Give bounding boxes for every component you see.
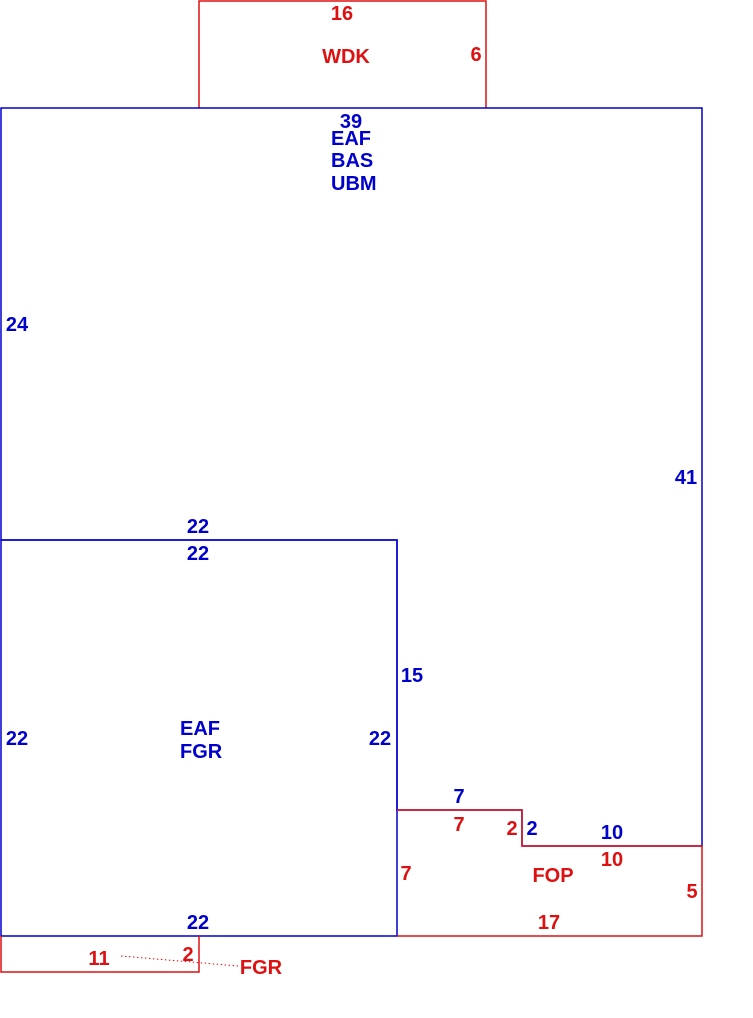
main-step-top-dimension: 7: [453, 786, 464, 808]
lower-left-left-dimension: 22: [6, 728, 28, 750]
fop-right-dimension: 5: [686, 881, 697, 903]
main-top-dimension: 39: [340, 111, 362, 133]
wdk-label: WDK: [322, 46, 370, 68]
main-code-1: EAF: [331, 128, 371, 150]
fop-top-right-dimension: 10: [601, 849, 623, 871]
fgr-right-dimension: 2: [182, 944, 193, 966]
lower-left-top-dimension: 22: [187, 543, 209, 565]
fop-top-left-dimension: 7: [453, 814, 464, 836]
wdk-right-dimension: 6: [470, 44, 481, 66]
main-code-3: UBM: [331, 173, 377, 195]
fop-outline: [397, 809, 703, 937]
lower-left-right-dimension: 22: [369, 728, 391, 750]
fop-label: FOP: [532, 865, 573, 887]
lower-left-code-1: EAF: [180, 718, 220, 740]
main-left-dimension: 24: [6, 314, 29, 336]
fop-bottom-dimension: 17: [538, 912, 560, 934]
main-code-2: BAS: [331, 150, 373, 172]
main-right-dimension: 41: [675, 467, 697, 489]
main-area-outline: [0, 107, 703, 847]
main-step-drop-dimension: 2: [526, 818, 537, 840]
wdk-top-dimension: 16: [331, 3, 353, 25]
main-bottom-dimension: 22: [187, 516, 209, 538]
fgr-leader-line: [120, 955, 239, 967]
main-step-bottom-dimension: 10: [601, 822, 623, 844]
lower-left-code-2: FGR: [180, 741, 223, 763]
lower-left-bottom-dimension: 22: [187, 912, 209, 934]
fop-left-dimension: 7: [400, 863, 411, 885]
fgr-outline: [0, 936, 200, 973]
wdk-outline: [198, 0, 487, 108]
fgr-label: FGR: [240, 957, 283, 979]
fgr-bottom-dimension: 11: [88, 948, 109, 970]
main-step-right-dimension: 15: [401, 665, 423, 687]
fop-drop-dimension: 2: [506, 818, 517, 840]
